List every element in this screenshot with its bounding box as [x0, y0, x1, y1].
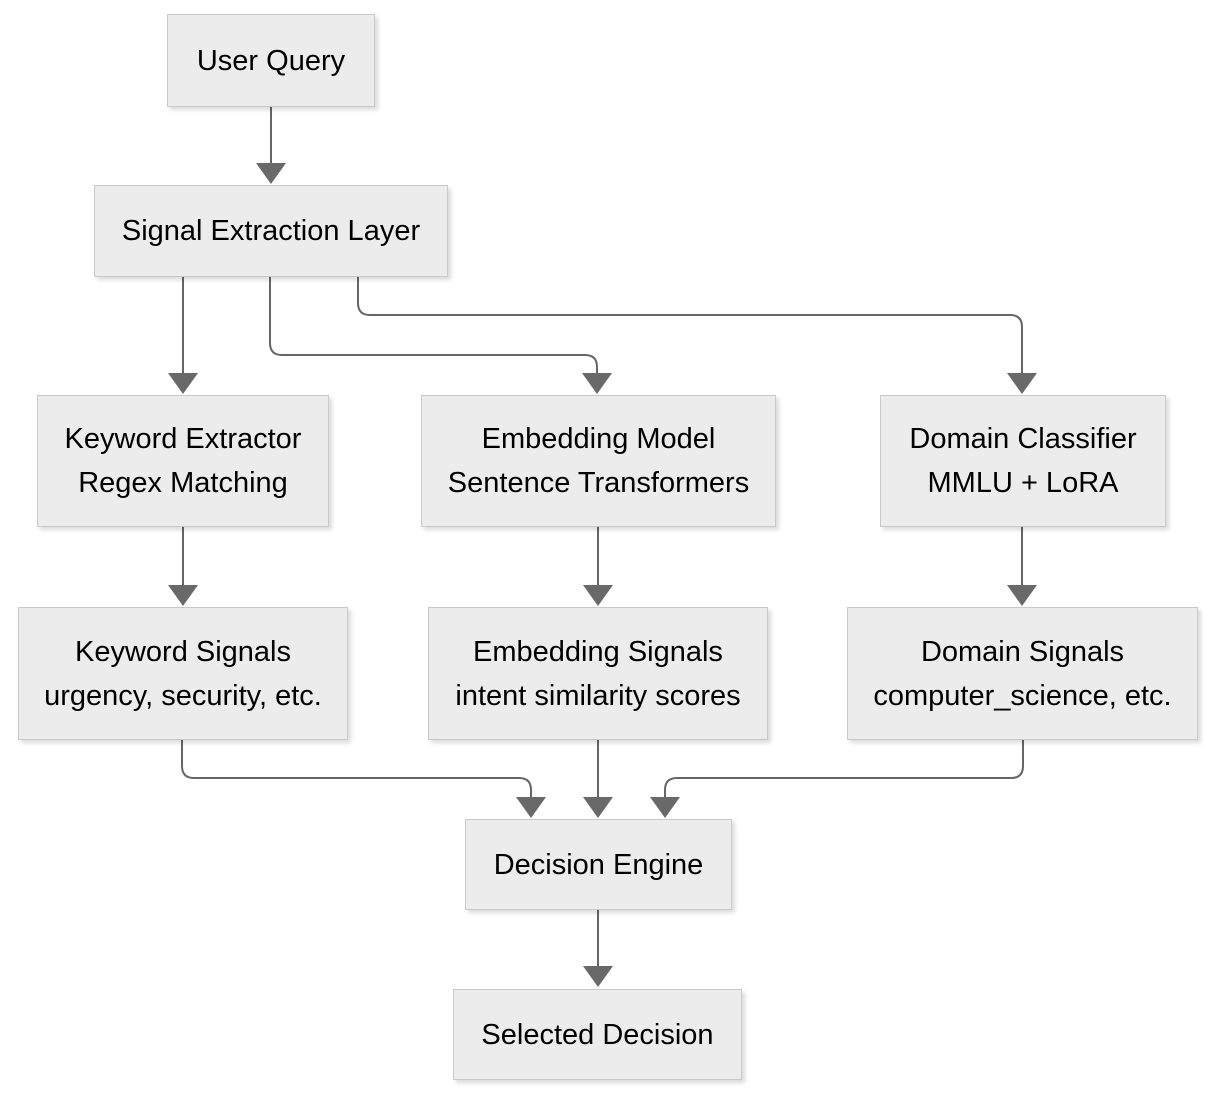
node-label: Embedding Signals	[473, 635, 723, 668]
node-label: Embedding Model	[481, 423, 716, 455]
arrowhead	[582, 373, 612, 394]
arrowhead	[256, 163, 286, 184]
node-signal-extraction-layer: Signal Extraction Layer	[94, 185, 448, 277]
edge-user-query-to-signal-extraction	[256, 107, 286, 184]
edge-embedding-model-to-embedding-signals	[583, 527, 613, 606]
node-domain-signals: Domain Signals computer_science, etc.	[847, 607, 1198, 740]
node-sublabel: intent similarity scores	[455, 679, 741, 712]
node-label: Domain Signals	[920, 635, 1125, 668]
node-keyword-signals: Keyword Signals urgency, security, etc.	[18, 607, 348, 740]
edge-domain-classifier-to-domain-signals	[1007, 527, 1037, 606]
edge-signal-extraction-to-domain-classifier	[357, 277, 1037, 394]
edge-signal-extraction-to-embedding-model	[269, 277, 612, 394]
node-decision-engine: Decision Engine	[465, 819, 732, 910]
node-selected-decision: Selected Decision	[453, 989, 742, 1080]
node-sublabel: urgency, security, etc.	[44, 679, 322, 712]
node-user-query: User Query	[167, 14, 375, 107]
edge-keyword-signals-to-decision-engine	[181, 740, 546, 818]
node-label: User Query	[196, 44, 346, 77]
node-label: Keyword Signals	[75, 635, 291, 668]
edge-signal-extraction-to-keyword-extractor	[168, 277, 198, 394]
node-sublabel: MMLU + LoRA	[927, 467, 1119, 499]
node-sublabel: Sentence Transformers	[447, 467, 750, 499]
node-domain-classifier: Domain Classifier MMLU + LoRA	[880, 395, 1166, 527]
node-label: Signal Extraction Layer	[121, 215, 421, 247]
node-embedding-signals: Embedding Signals intent similarity scor…	[428, 607, 768, 740]
arrowhead	[583, 797, 613, 818]
arrowhead	[650, 797, 680, 818]
edge-decision-engine-to-selected-decision	[583, 909, 613, 987]
node-sublabel: Regex Matching	[78, 467, 288, 499]
node-embedding-model: Embedding Model Sentence Transformers	[421, 395, 776, 527]
node-label: Domain Classifier	[909, 423, 1137, 455]
arrowhead	[1007, 373, 1037, 394]
arrowhead	[516, 797, 546, 818]
edge-embedding-signals-to-decision-engine	[583, 740, 613, 818]
arrowhead	[583, 585, 613, 606]
arrowhead	[583, 966, 613, 987]
node-sublabel: computer_science, etc.	[873, 679, 1172, 712]
node-label: Selected Decision	[481, 1018, 714, 1051]
node-label: Decision Engine	[493, 848, 704, 881]
node-keyword-extractor: Keyword Extractor Regex Matching	[37, 395, 329, 527]
edge-keyword-extractor-to-keyword-signals	[168, 527, 198, 606]
arrowhead	[168, 585, 198, 606]
edge-domain-signals-to-decision-engine	[650, 740, 1024, 818]
arrowhead	[1007, 585, 1037, 606]
arrowhead	[168, 373, 198, 394]
node-label: Keyword Extractor	[64, 423, 302, 455]
